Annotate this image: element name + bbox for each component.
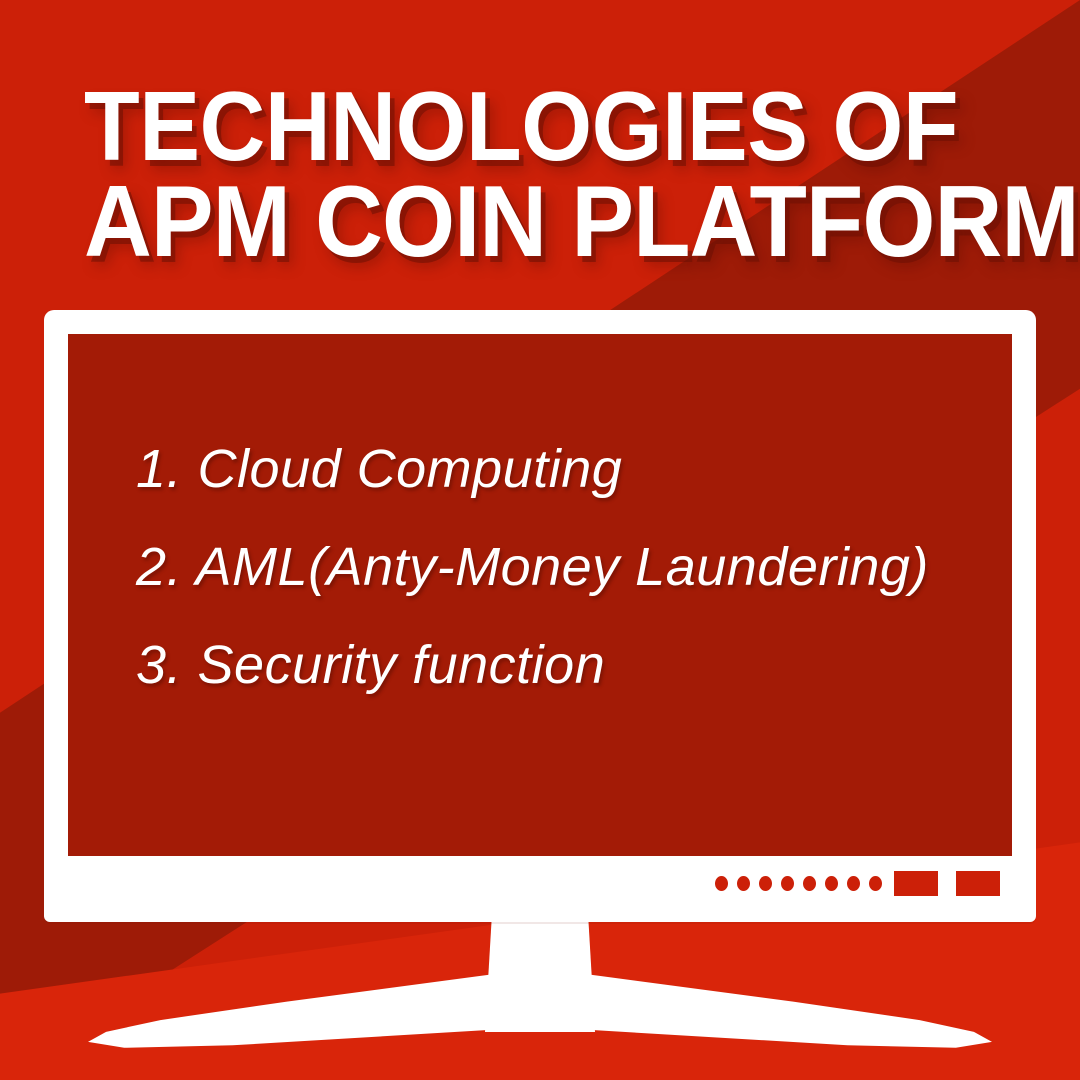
monitor-illustration: 1. Cloud Computing 2. AML(Anty-Money Lau…: [44, 310, 1036, 922]
monitor-stand-neck: [485, 920, 595, 1032]
technology-list: 1. Cloud Computing 2. AML(Anty-Money Lau…: [136, 442, 982, 692]
monitor-bezel-controls: [715, 868, 1000, 898]
indicator-dot-icon: [737, 875, 750, 891]
indicator-dot-icon: [869, 875, 882, 891]
indicator-dot-icon: [825, 875, 838, 891]
list-item: 3. Security function: [136, 635, 606, 695]
bezel-button-icon: [894, 870, 938, 896]
list-item: 2. AML(Anty-Money Laundering): [136, 537, 929, 597]
title-line-2: APM COIN PLATFORM: [84, 166, 1080, 278]
indicator-dot-icon: [759, 875, 772, 891]
monitor-screen: 1. Cloud Computing 2. AML(Anty-Money Lau…: [68, 334, 1012, 856]
poster-title: TECHNOLOGIES OF APM COIN PLATFORM: [84, 71, 1080, 278]
bezel-button-icon: [956, 870, 1000, 896]
indicator-dot-icon: [847, 875, 860, 891]
title-line-1: TECHNOLOGIES OF: [84, 71, 959, 181]
indicator-dot-icon: [715, 875, 728, 891]
list-item: 1. Cloud Computing: [136, 439, 623, 499]
indicator-dot-icon: [803, 875, 816, 891]
indicator-dot-icon: [781, 875, 794, 891]
